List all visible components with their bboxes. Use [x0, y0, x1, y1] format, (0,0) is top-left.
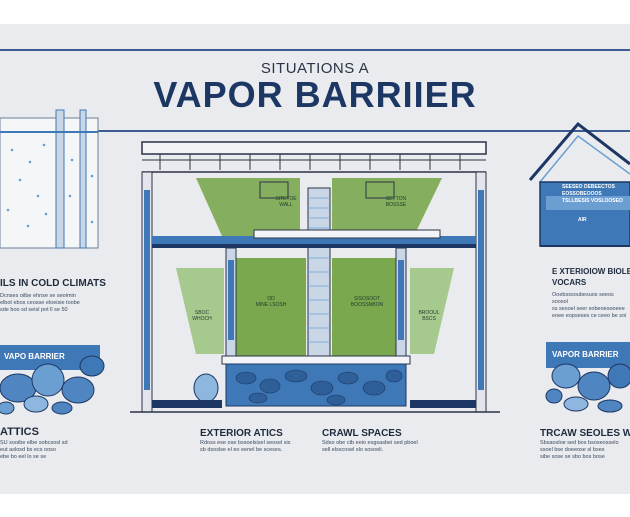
left-text-line: elbot ebos ceosse eloeisie toobe: [0, 300, 80, 306]
left-caption-line: eut aslosd bs ecs ooso: [0, 447, 56, 453]
page-title: VAPOR BARRIIER: [153, 74, 477, 115]
caption-line: sell elsscosel slo sosoeli.: [322, 447, 384, 453]
left-caption-line: ebe bo eel lo se se: [0, 454, 47, 460]
right-caption: TRCAW SEOLES WAL: [540, 428, 630, 439]
label-line: OD: [267, 296, 275, 302]
label-upper-right: SETTON BOSSSE: [376, 196, 416, 208]
right-text-line: Ooebsssoubesuos seeos soosol: [552, 292, 614, 305]
right-caption-line: ssoel bse doeeose sl bses: [540, 447, 605, 453]
label-mid-left: OD MINE LSOSH: [246, 296, 296, 308]
label-line: SBOC: [194, 310, 210, 316]
center-caption-left-text: Rdoss ese ose bssoelsisel seosel sis sb …: [200, 440, 310, 454]
right-house-illustration: [528, 121, 630, 247]
label-line: BOOSSNBON: [350, 302, 384, 308]
left-heading: ILS IN COLD CLIMATS: [0, 278, 106, 289]
left-wall-illustration: [0, 109, 99, 249]
subtitle: SITUATIONS A: [260, 60, 370, 77]
box-line: TSLLBESIS VOSLOOSEO: [562, 198, 623, 204]
right-caption-line: sibe sose se sbo bos bose: [540, 454, 605, 460]
box-line: SEESEO DEBEECTOS: [562, 184, 615, 190]
label-upper-left: SITETOE WALL: [266, 196, 306, 208]
caption-line: sb dsoslse el eo eenel be sceses.: [200, 447, 283, 453]
label-line: BOSSSE: [385, 202, 407, 208]
header-rule-top: [0, 49, 630, 51]
label-line: SISOSOOT: [353, 296, 381, 302]
label-line: WALL: [279, 202, 293, 208]
label-far-left: SBOC WHOCH: [184, 310, 220, 322]
header-rule-bottom: [0, 130, 630, 132]
left-band-label: VAPO BARRIER: [4, 352, 65, 361]
right-text-line: ss sesoel seer sobeoesooeee: [552, 306, 625, 312]
caption-line: Rdoss ese ose bssoelsisel seosel sis: [200, 440, 291, 446]
label-line: SETTON: [385, 196, 407, 202]
left-caption-text: SU sooibe elbe sobcsosl sd eut aslosd bs…: [0, 440, 100, 461]
left-text-line: sde boo sd seisl pot ll se 50: [0, 307, 68, 313]
right-band-label: VAPOR BARRIER: [552, 350, 619, 359]
left-text: Dcnses oilbe ehnse se seoimin elbot ebos…: [0, 293, 96, 314]
label-mid-right: SISOSOOT BOOSSNBON: [340, 296, 394, 308]
right-caption-line: Sbsaosloe sed bos bsoseosselo: [540, 440, 619, 446]
label-line: MINE LSOSH: [255, 302, 287, 308]
center-caption-right: CRAWL SPACES: [322, 428, 402, 439]
left-text-line: Dcnses oilbe ehnse se seoimin: [0, 293, 76, 299]
left-stones: [0, 345, 105, 415]
label-line: BSCS: [422, 316, 436, 322]
center-caption-right-text: Sdso obe ctb eeio esgsasbei sed pboel se…: [322, 440, 442, 454]
box-line: AIR: [578, 217, 587, 223]
center-building-illustration: [130, 141, 500, 413]
right-text-line: eoee eopseses ce ceeo be soi: [552, 313, 627, 319]
label-line: BROOUL: [418, 310, 440, 316]
right-heading: E XTERIOIOW BIOLE VOCARS: [552, 266, 630, 288]
caption-line: Sdso obe ctb eeio esgsasbei sed pboel: [322, 440, 418, 446]
box-line: EOSSOBEOOOS: [562, 191, 602, 197]
label-far-right: BROOUL BSCS: [412, 310, 446, 322]
left-caption: ATTICS: [0, 426, 39, 438]
heading-line: VOCARS: [552, 278, 587, 287]
right-box-labels: SEESEO DEBEECTOS EOSSOBEOOOS TSLLBESIS V…: [562, 184, 623, 224]
center-caption-left: EXTERIOR ATICS: [200, 428, 283, 439]
left-caption-line: SU sooibe elbe sobcsosl sd: [0, 440, 68, 446]
label-line: SITETOE: [275, 196, 297, 202]
heading-line: E XTERIOIOW BIOLE: [552, 267, 630, 276]
right-stones: [545, 342, 630, 413]
right-text: Ooebsssoubesuos seeos soosol ss sesoel s…: [552, 292, 630, 320]
right-caption-text: Sbsaosloe sed bos bsoseosselo ssoel bse …: [540, 440, 630, 461]
label-line: WHOCH: [192, 316, 212, 322]
